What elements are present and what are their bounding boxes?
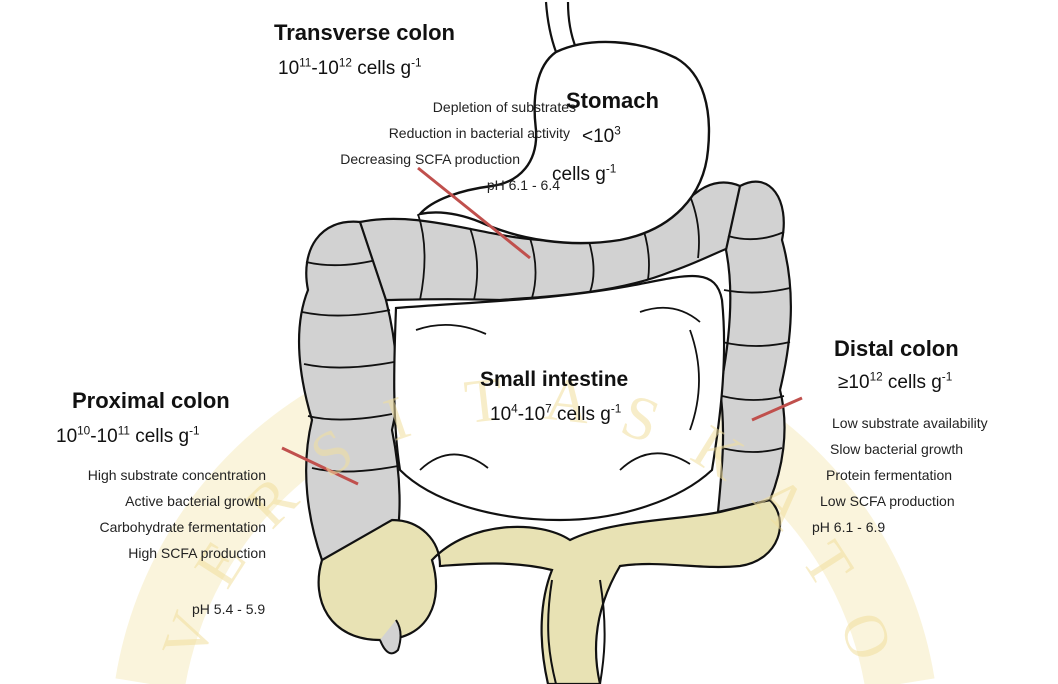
proximal-colon-count: 1010-1011 cells g-1 xyxy=(56,426,200,448)
distal-colon-count: ≥1012 cells g-1 xyxy=(838,372,952,394)
small-intestine-count: 104-107 cells g-1 xyxy=(490,404,621,426)
stomach-count: <103 xyxy=(582,126,621,148)
distal-detail-1: Low substrate availability xyxy=(812,410,988,436)
transverse-detail-2: Reduction in bacterial activity xyxy=(158,120,570,146)
distal-detail-4: Low SCFA production xyxy=(812,488,988,514)
transverse-colon-title: Transverse colon xyxy=(274,20,455,46)
distal-detail-2: Slow bacterial growth xyxy=(812,436,988,462)
stomach-count-unit: cells g-1 xyxy=(552,164,616,186)
proximal-detail-1: High substrate concentration xyxy=(0,462,266,488)
distal-colon-details: Low substrate availability Slow bacteria… xyxy=(812,410,988,540)
transverse-colon-details: Depletion of substrates Reduction in bac… xyxy=(158,94,518,198)
proximal-colon-title: Proximal colon xyxy=(72,388,230,414)
distal-colon-title: Distal colon xyxy=(834,336,959,362)
transverse-detail-4: pH 6.1 - 6.4 xyxy=(158,172,560,198)
proximal-detail-3: Carbohydrate fermentation xyxy=(0,514,266,540)
proximal-colon-ph: pH 5.4 - 5.9 xyxy=(192,596,265,622)
transverse-detail-1: Depletion of substrates xyxy=(158,94,576,120)
distal-colon-ph: pH 6.1 - 6.9 xyxy=(812,514,988,540)
transverse-colon-count: 1011-1012 cells g-1 xyxy=(278,58,422,80)
esophagus xyxy=(546,2,576,52)
distal-detail-3: Protein fermentation xyxy=(812,462,988,488)
small-intestine-title: Small intestine xyxy=(480,368,628,392)
proximal-detail-2: Active bacterial growth xyxy=(0,488,266,514)
transverse-detail-3: Decreasing SCFA production xyxy=(158,146,520,172)
stomach-title: Stomach xyxy=(566,88,659,114)
proximal-detail-4: High SCFA production xyxy=(0,540,266,566)
proximal-colon-details: High substrate concentration Active bact… xyxy=(0,462,266,566)
